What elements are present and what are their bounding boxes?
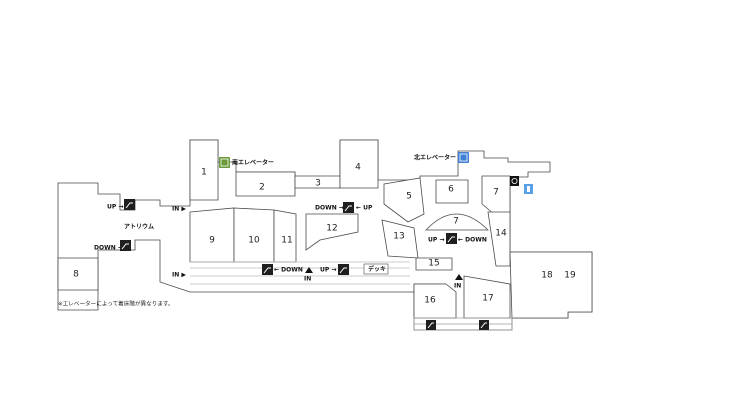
shop-16[interactable] bbox=[413, 283, 457, 319]
entrance-in-top: IN ▶ bbox=[172, 206, 186, 213]
shop-num-18: 18 bbox=[541, 271, 553, 281]
south-elevator-icon bbox=[219, 157, 230, 168]
shop-num-9: 9 bbox=[209, 236, 215, 246]
esc-deck-up-label: UP → bbox=[320, 267, 336, 274]
shop-num-11: 11 bbox=[281, 236, 292, 246]
escalator-icon bbox=[124, 199, 135, 210]
escalator-deck-up[interactable]: UP → bbox=[320, 264, 349, 275]
shop-num-2: 2 bbox=[259, 183, 265, 193]
shop-num-7-center: 7 bbox=[453, 217, 459, 227]
shop-num-7-right: 7 bbox=[493, 188, 499, 198]
shop-14[interactable] bbox=[487, 211, 511, 267]
escalator-atrium-down[interactable]: DOWN → bbox=[94, 240, 131, 252]
shop-num-14: 14 bbox=[495, 229, 507, 239]
deck-walkway bbox=[190, 261, 410, 285]
shop-7a[interactable] bbox=[425, 213, 489, 231]
esc-atrium-down-label: DOWN → bbox=[94, 245, 123, 252]
south-elevator-label: 南エレベーター bbox=[232, 159, 274, 167]
entrance-arrow-up-right bbox=[455, 274, 463, 280]
escalator-icon bbox=[120, 240, 131, 251]
north-elevator-label: 北エレベーター bbox=[414, 154, 456, 162]
accessible-restroom-icon[interactable] bbox=[510, 176, 519, 186]
shop-8[interactable] bbox=[57, 257, 99, 291]
building-outline bbox=[57, 139, 593, 331]
escalator-icon bbox=[338, 264, 349, 275]
escalator-icon bbox=[446, 233, 457, 244]
shop-num-4: 4 bbox=[355, 163, 361, 173]
shop-num-13: 13 bbox=[393, 232, 404, 242]
shop-num-1: 1 bbox=[201, 168, 207, 178]
shop-2[interactable] bbox=[235, 171, 296, 197]
shop-4[interactable] bbox=[339, 139, 379, 189]
shop-5[interactable] bbox=[383, 177, 425, 223]
esc-deck-down-label: ← DOWN bbox=[274, 267, 303, 274]
shop-num-19: 19 bbox=[564, 271, 576, 281]
shop-18-19[interactable] bbox=[509, 251, 593, 319]
esc-atrium-up-label: UP → bbox=[107, 204, 123, 211]
esc-7-down-label: ← DOWN bbox=[458, 237, 487, 244]
deck-label: デッキ bbox=[368, 265, 386, 273]
shop-num-6: 6 bbox=[448, 185, 454, 195]
south-elevator[interactable]: 南エレベーター bbox=[219, 157, 274, 168]
esc-center-up-label: ← UP bbox=[356, 205, 373, 212]
escalator-atrium-up[interactable]: UP → bbox=[107, 199, 135, 211]
shop-num-15: 15 bbox=[428, 259, 439, 269]
esc-center-down-label: DOWN → bbox=[315, 205, 344, 212]
escalator-deck-down[interactable]: ← DOWN bbox=[262, 264, 303, 275]
shop-num-3: 3 bbox=[315, 179, 321, 189]
shop-num-17: 17 bbox=[482, 294, 493, 304]
entrance-in-center: IN bbox=[304, 276, 311, 283]
north-elevator-icon bbox=[458, 152, 469, 163]
deck-label-box bbox=[363, 263, 389, 275]
entrance-arrow-up bbox=[305, 267, 313, 273]
escalator-icon bbox=[343, 202, 354, 213]
north-elevator[interactable]: 北エレベーター bbox=[414, 152, 469, 163]
shop-num-5: 5 bbox=[406, 192, 412, 202]
shop-num-16: 16 bbox=[424, 296, 436, 306]
entrance-in-bottom: IN ▶ bbox=[172, 272, 186, 279]
shop-num-10: 10 bbox=[248, 236, 260, 246]
shop-6[interactable] bbox=[435, 179, 469, 204]
shop-15[interactable] bbox=[415, 257, 453, 271]
shop-num-12: 12 bbox=[326, 224, 337, 234]
shop-1[interactable] bbox=[189, 139, 219, 201]
entrance-in-right: IN bbox=[454, 283, 461, 290]
esc-7-up-label: UP → bbox=[428, 237, 444, 244]
escalator-center-down-up[interactable]: DOWN → ← UP bbox=[315, 202, 373, 213]
shop-12[interactable] bbox=[305, 213, 359, 251]
atrium-label: アトリウム bbox=[124, 223, 154, 231]
elevator-note: ※エレベーターによって着床階が異なります。 bbox=[58, 300, 174, 308]
escalator-icon bbox=[262, 264, 273, 275]
shop-num-8: 8 bbox=[73, 270, 79, 280]
escalator-7-up-down[interactable]: UP → ← DOWN bbox=[428, 233, 487, 244]
